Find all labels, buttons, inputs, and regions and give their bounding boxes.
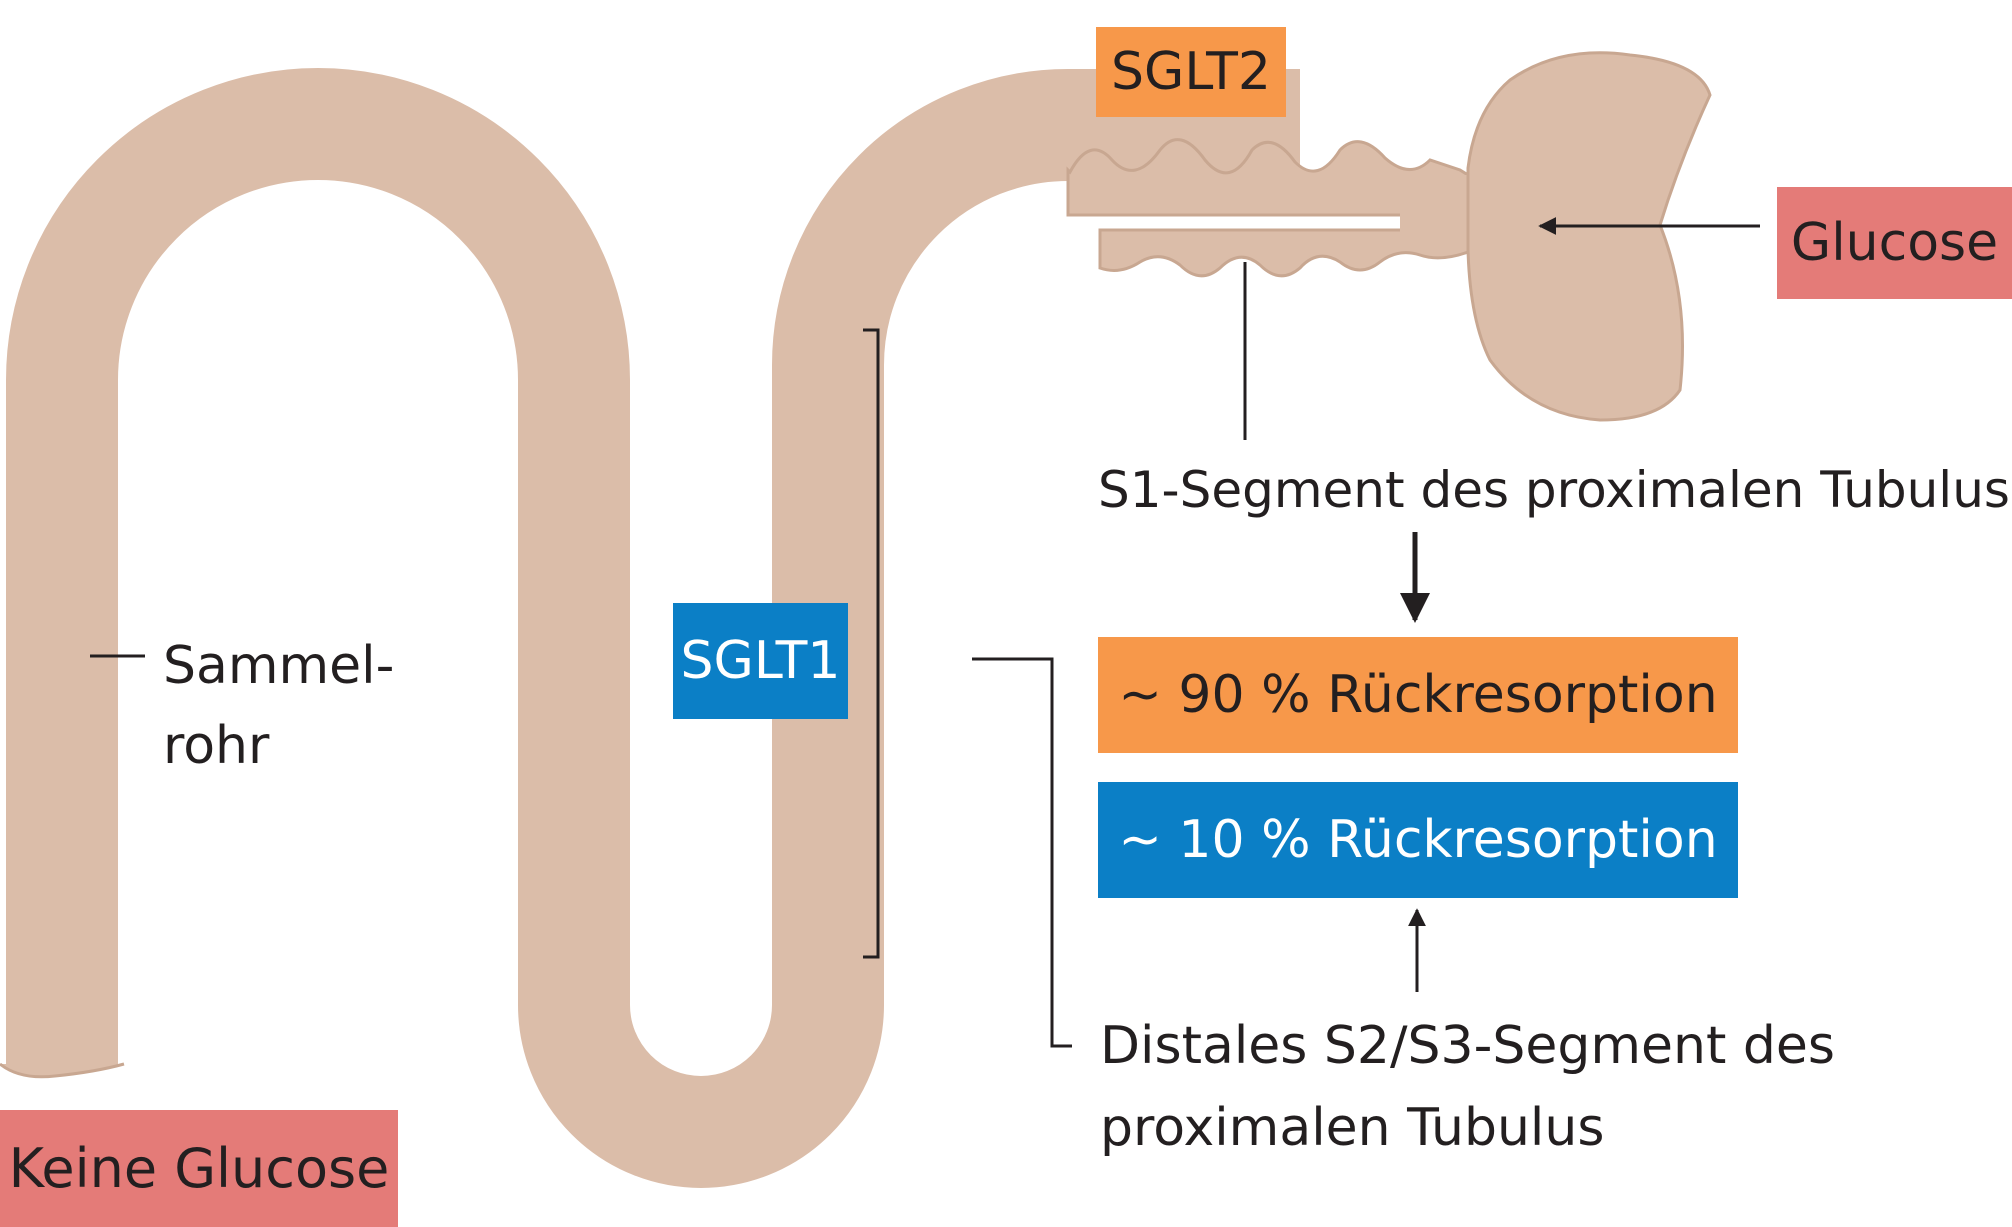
no-glucose-label-box: Keine Glucose (0, 1110, 398, 1227)
collecting-duct-end (0, 1062, 125, 1079)
reabsorption-90-box: ~ 90 % Rückresorption (1098, 637, 1738, 753)
bowman-capsule (1466, 51, 1712, 422)
glucose-label: Glucose (1790, 213, 1999, 273)
s1-brush-border-top (1066, 138, 1470, 217)
sglt2-label-box: SGLT2 (1096, 27, 1286, 117)
s1-brush-border-bottom (1098, 228, 1470, 278)
sglt2-label: SGLT2 (1111, 42, 1271, 102)
collecting-duct-label-line2: rohr (163, 716, 270, 776)
reabsorption-10-box: ~ 10 % Rückresorption (1098, 782, 1738, 898)
sglt1-bracket (863, 328, 880, 959)
collecting-duct-label-line1: Sammel- (163, 636, 395, 696)
distal-segment-label-line2: proximalen Tubulus (1100, 1098, 1605, 1158)
distal-segment-label-line1: Distales S2/S3-Segment des (1100, 1016, 1835, 1076)
s1-segment-label: S1-Segment des proximalen Tubulus (1098, 461, 2010, 519)
reabsorption-90-label: ~ 90 % Rückresorption (1118, 665, 1718, 725)
tubule-lumen (6, 68, 1300, 1188)
reabsorption-10-label: ~ 10 % Rückresorption (1118, 810, 1718, 870)
distal-pointer-line (972, 657, 1072, 1048)
sglt1-label-box: SGLT1 (673, 603, 848, 719)
no-glucose-label: Keine Glucose (8, 1137, 390, 1200)
glucose-label-box: Glucose (1777, 187, 2012, 299)
sglt1-label: SGLT1 (680, 631, 841, 691)
